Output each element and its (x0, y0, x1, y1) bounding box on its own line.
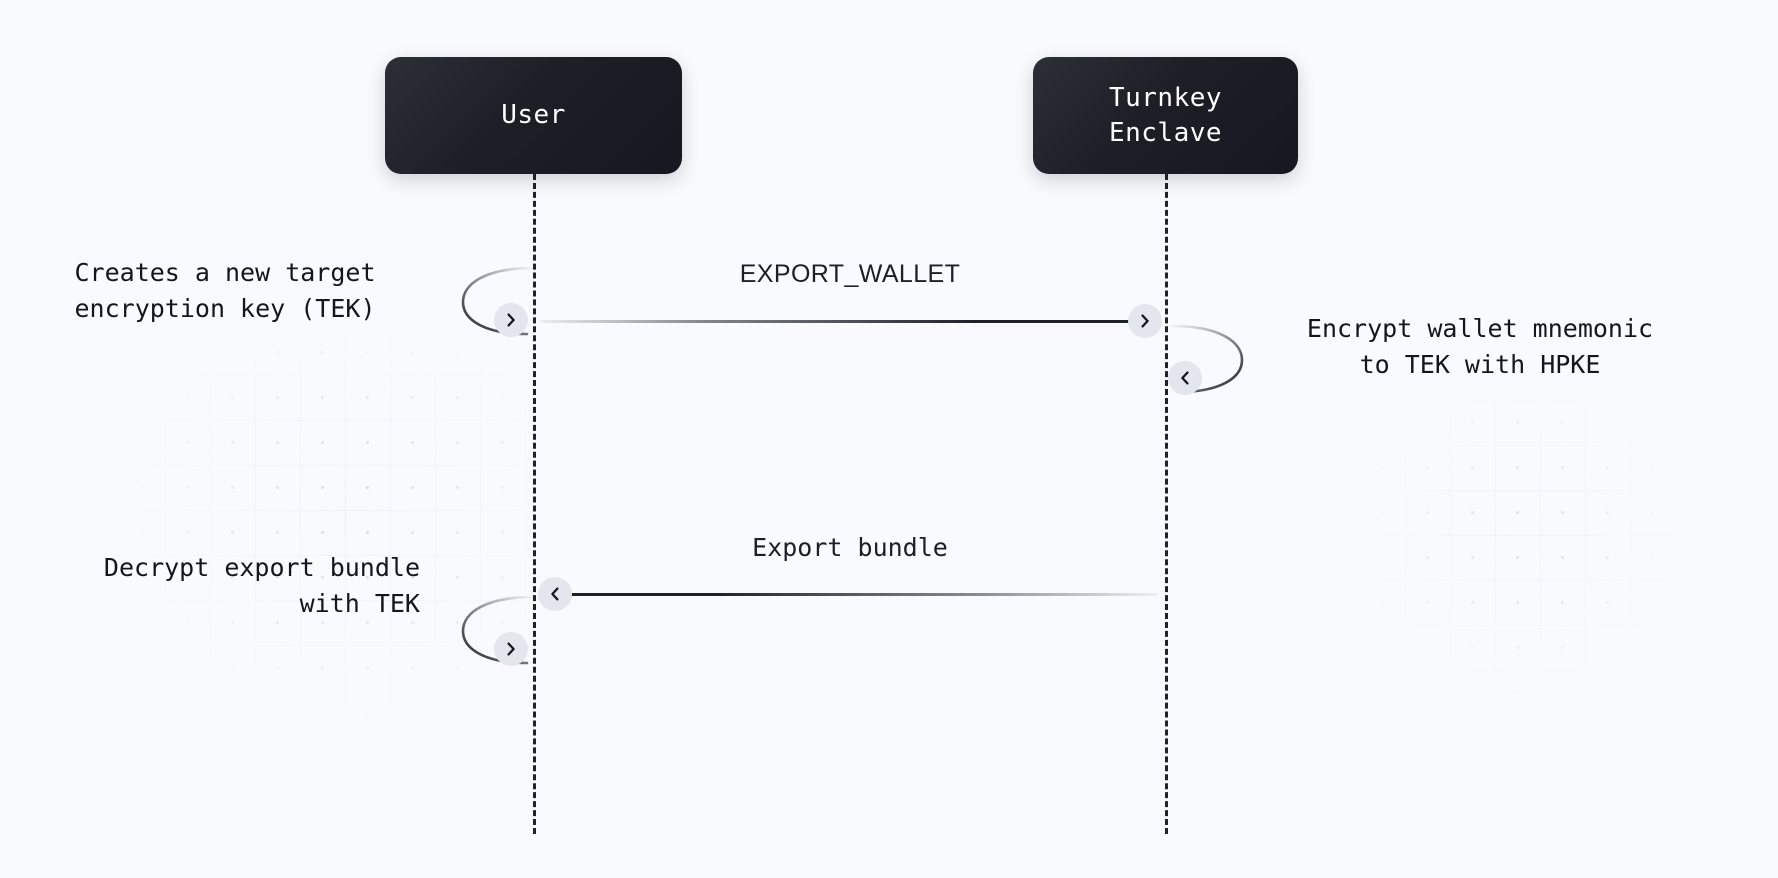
chevron-left-icon (1168, 361, 1202, 395)
note-create-tek: Creates a new target encryption key (TEK… (74, 258, 376, 323)
background-dot-grid-left (120, 330, 540, 730)
background-dot-grid-right (1360, 400, 1690, 700)
chevron-right-icon (494, 303, 528, 337)
actor-box-user[interactable]: User (385, 57, 682, 174)
message-arrow-export-wallet (540, 320, 1145, 323)
message-arrow-export-bundle (568, 593, 1158, 596)
note-decrypt-bundle: Decrypt export bundle with TEK (103, 553, 420, 618)
message-label-export-wallet: EXPORT_WALLET (739, 260, 961, 288)
chevron-right-icon (494, 632, 528, 666)
chevron-left-icon (538, 577, 572, 611)
lifeline-user (533, 174, 536, 834)
note-encrypt-mnemonic: Encrypt wallet mnemonic to TEK with HPKE (1306, 314, 1654, 379)
lifeline-enclave (1165, 174, 1168, 834)
message-label-export-bundle: Export bundle (752, 533, 948, 562)
chevron-right-icon (1128, 304, 1162, 338)
actor-box-turnkey-enclave[interactable]: Turnkey Enclave (1033, 57, 1298, 174)
